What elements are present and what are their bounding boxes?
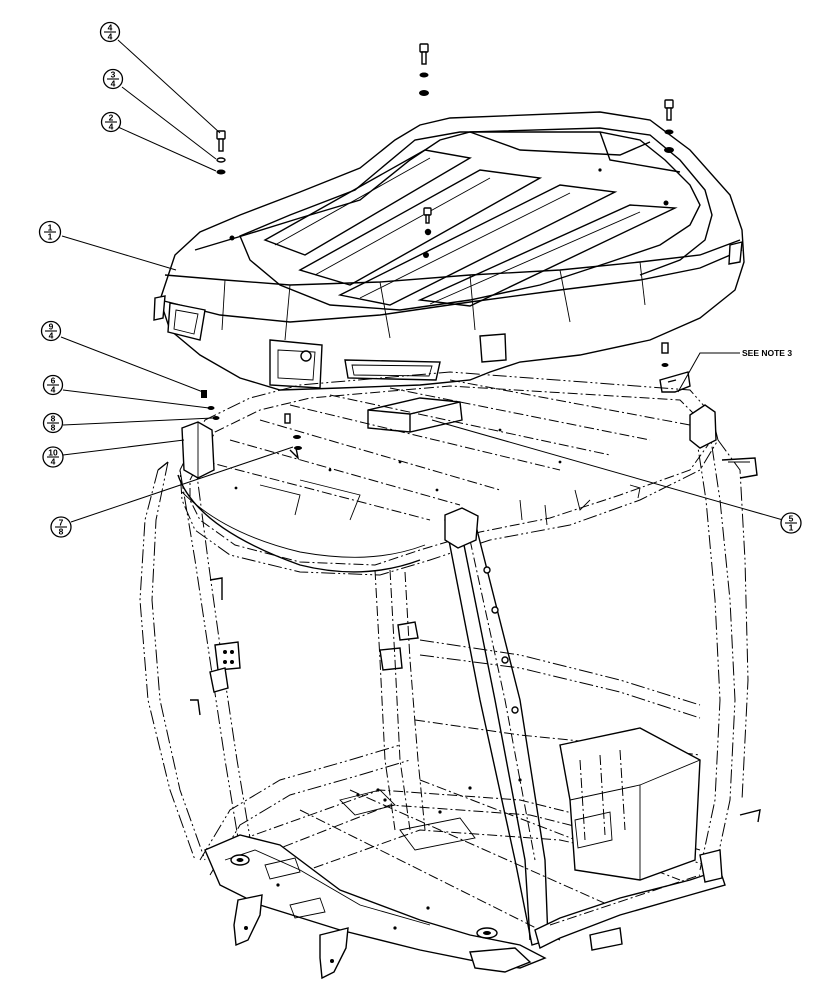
balloon-2-4-bottom: 4 — [109, 122, 114, 132]
balloon-1-1: 1 1 — [38, 220, 62, 244]
leader-lines — [60, 39, 784, 523]
balloon-6-4-bottom: 4 — [51, 385, 56, 395]
see-note-label: SEE NOTE 3 — [742, 348, 792, 358]
balloon-2-4-top: 2 — [109, 113, 114, 123]
balloon-5-1: 5 1 — [780, 512, 802, 534]
balloon-8-8-top: 8 — [51, 414, 56, 424]
balloon-6-4-top: 6 — [51, 376, 56, 386]
cab-frame — [139, 371, 761, 980]
balloon-9-4: 9 4 — [40, 320, 62, 342]
balloon-7-8-top: 7 — [59, 518, 64, 528]
balloon-6-4: 6 4 — [42, 374, 64, 396]
balloon-5-1-bottom: 1 — [789, 523, 794, 533]
balloon-7-8-bottom: 8 — [59, 527, 64, 537]
fastener-stacks — [201, 43, 691, 461]
balloon-10-4: 10 4 — [42, 446, 64, 468]
balloon-4-4: 4 4 — [99, 21, 121, 43]
balloon-9-4-top: 9 — [49, 322, 54, 332]
pad-block — [367, 397, 463, 433]
balloon-10-4-top: 10 — [48, 448, 58, 458]
balloon-4-4-bottom: 4 — [108, 32, 113, 42]
balloon-4-4-top: 4 — [108, 23, 113, 33]
balloon-8-8-bottom: 8 — [51, 423, 56, 433]
balloon-7-8: 7 8 — [50, 516, 72, 538]
roof-panel — [153, 111, 745, 391]
balloon-3-4: 3 4 — [102, 68, 124, 90]
balloon-3-4-top: 3 — [111, 70, 116, 80]
balloon-1-1-top: 1 — [48, 223, 53, 233]
balloon-10-4-bottom: 4 — [51, 457, 56, 467]
balloon-9-4-bottom: 4 — [49, 331, 54, 341]
balloon-8-8: 8 8 — [42, 412, 64, 434]
balloon-1-1-bottom: 1 — [48, 232, 53, 242]
balloon-2-4: 2 4 — [100, 111, 122, 133]
balloon-3-4-bottom: 4 — [111, 79, 116, 89]
balloon-5-1-top: 5 — [789, 514, 794, 524]
